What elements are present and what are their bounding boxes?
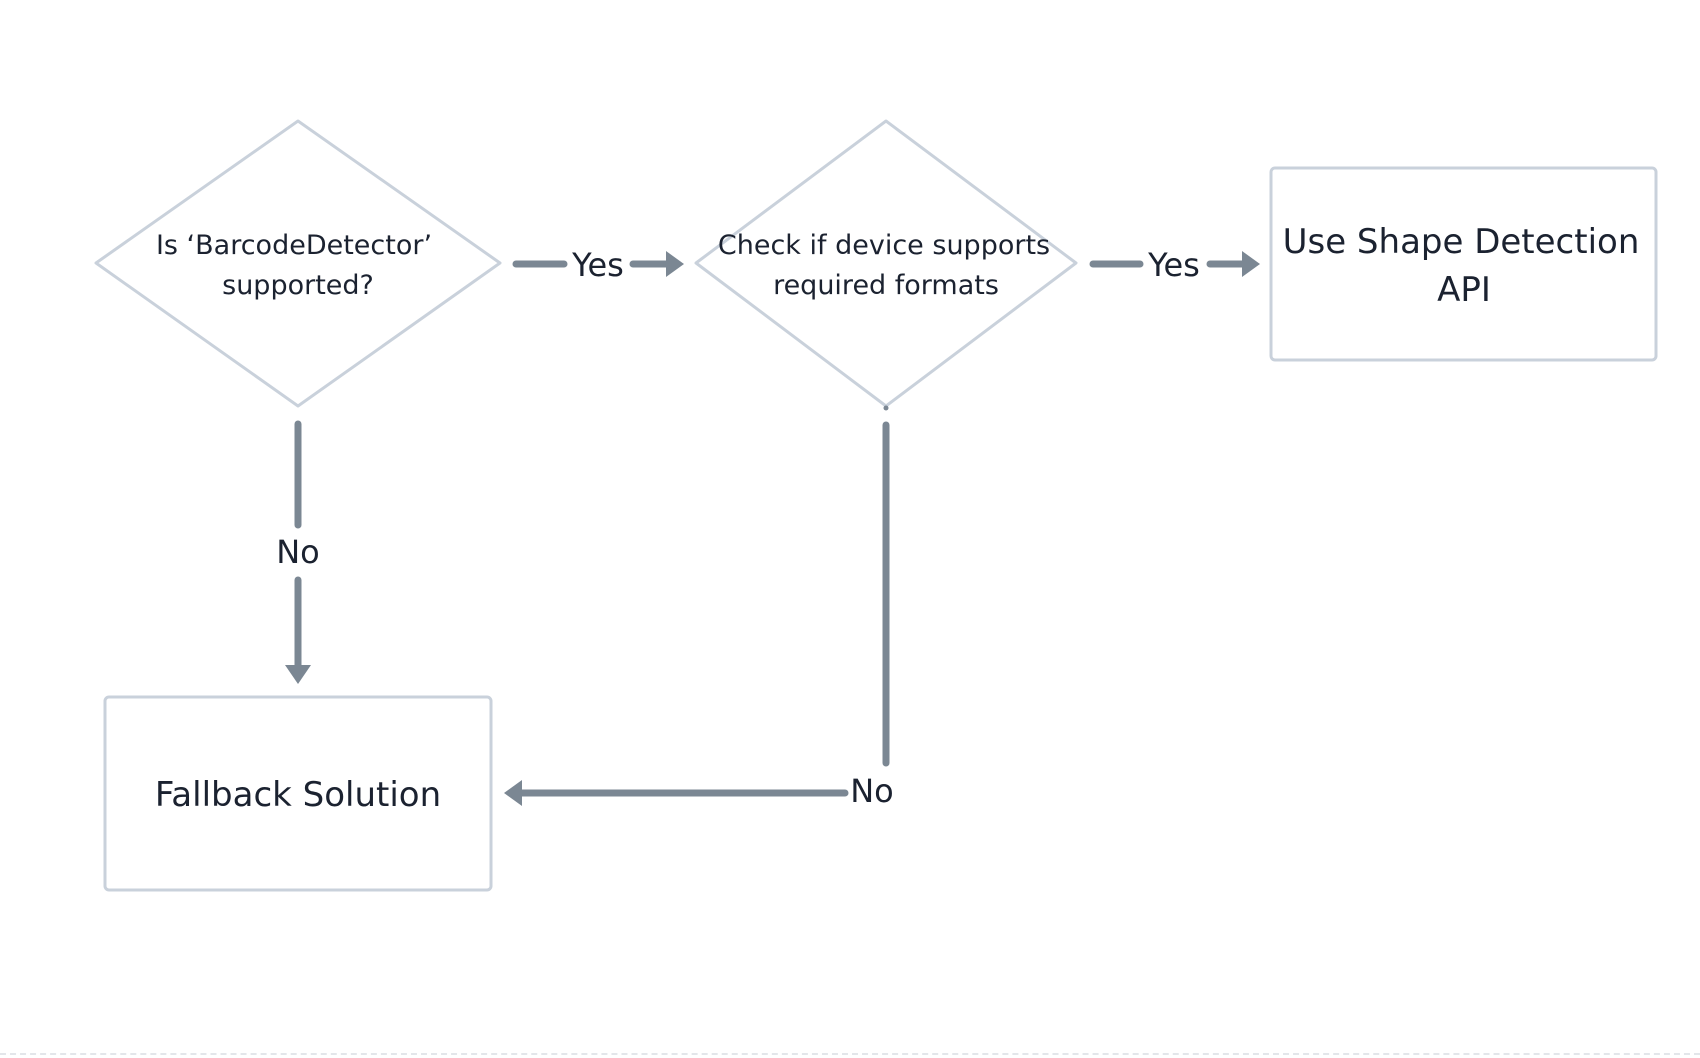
decision-formats-label-line1: Check if device supports [718, 230, 1050, 261]
decision-formats-supported[interactable]: Check if device supports required format… [694, 119, 1078, 408]
canvas-bottom-border [0, 1053, 1700, 1055]
decision-barcode-label-line2: supported? [222, 270, 374, 301]
edge-formats-no-anchor-dot [883, 405, 889, 411]
process-use-shape-detection-label-line1: Use Shape Detection [1283, 222, 1640, 262]
edge-formats-yes: Yes [1089, 246, 1260, 284]
decision-barcode-label-line1: Is ‘BarcodeDetector’ [156, 230, 432, 261]
process-fallback-label: Fallback Solution [155, 775, 441, 815]
edge-barcode-no-arrowhead [285, 665, 311, 684]
edge-barcode-no: No [276, 420, 320, 684]
decision-formats-shape [694, 119, 1078, 408]
process-use-shape-detection[interactable]: Use Shape Detection API [1269, 166, 1658, 362]
edge-formats-no: No [504, 405, 894, 810]
edge-formats-yes-arrowhead [1242, 251, 1260, 277]
edge-barcode-yes-arrowhead [666, 251, 684, 277]
process-fallback-solution[interactable]: Fallback Solution [103, 695, 493, 892]
process-fallback-box [103, 695, 493, 892]
edge-formats-yes-label: Yes [1147, 246, 1200, 284]
decision-barcode-supported[interactable]: Is ‘BarcodeDetector’ supported? [94, 119, 502, 408]
process-use-shape-detection-label-line2: API [1437, 270, 1491, 310]
edge-barcode-yes-label: Yes [571, 246, 624, 284]
edge-barcode-yes: Yes [512, 246, 684, 284]
edge-barcode-no-label: No [276, 533, 320, 571]
decision-barcode-shape [94, 119, 502, 408]
process-use-shape-detection-box [1269, 166, 1658, 362]
decision-formats-label-line2: required formats [773, 270, 999, 301]
edge-formats-no-label: No [850, 772, 894, 810]
edge-formats-no-arrowhead [504, 780, 522, 806]
